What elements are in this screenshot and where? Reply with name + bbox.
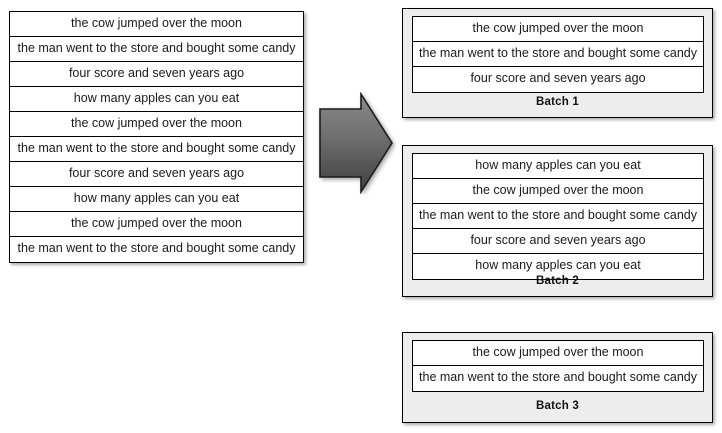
batch-2-sentence-row: the man went to the store and bought som… xyxy=(413,204,703,229)
source-sentence-row: the cow jumped over the moon xyxy=(10,12,303,37)
batch-1-sentence-row: the man went to the store and bought som… xyxy=(413,42,703,67)
batch-3-label: Batch 3 xyxy=(536,400,579,412)
batch-1-sentence-row: the cow jumped over the moon xyxy=(413,17,703,42)
batch-2-sentence-row: four score and seven years ago xyxy=(413,229,703,254)
batch-2-sentence-row: how many apples can you eat xyxy=(413,254,703,279)
source-sentence-row: the man went to the store and bought som… xyxy=(10,237,303,262)
batch-3-sentence-row: the man went to the store and bought som… xyxy=(413,366,703,391)
batch-2-sentence-row: how many apples can you eat xyxy=(413,154,703,179)
source-sentence-row: the cow jumped over the moon xyxy=(10,112,303,137)
batch-2-label: Batch 2 xyxy=(536,275,579,287)
source-sentence-row: four score and seven years ago xyxy=(10,62,303,87)
source-sentence-row: how many apples can you eat xyxy=(10,87,303,112)
right-block-arrow-icon xyxy=(316,91,396,195)
source-sentence-row: the man went to the store and bought som… xyxy=(10,137,303,162)
source-sentence-row: the cow jumped over the moon xyxy=(10,212,303,237)
batch-1-label: Batch 1 xyxy=(536,96,579,108)
source-sentence-row: the man went to the store and bought som… xyxy=(10,37,303,62)
batch-2-sentence-row: the cow jumped over the moon xyxy=(413,179,703,204)
source-sentence-row: how many apples can you eat xyxy=(10,187,303,212)
batch-1-sentence-row: four score and seven years ago xyxy=(413,67,703,92)
source-sentence-row: four score and seven years ago xyxy=(10,162,303,187)
batch-3-sentence-row: the cow jumped over the moon xyxy=(413,341,703,366)
